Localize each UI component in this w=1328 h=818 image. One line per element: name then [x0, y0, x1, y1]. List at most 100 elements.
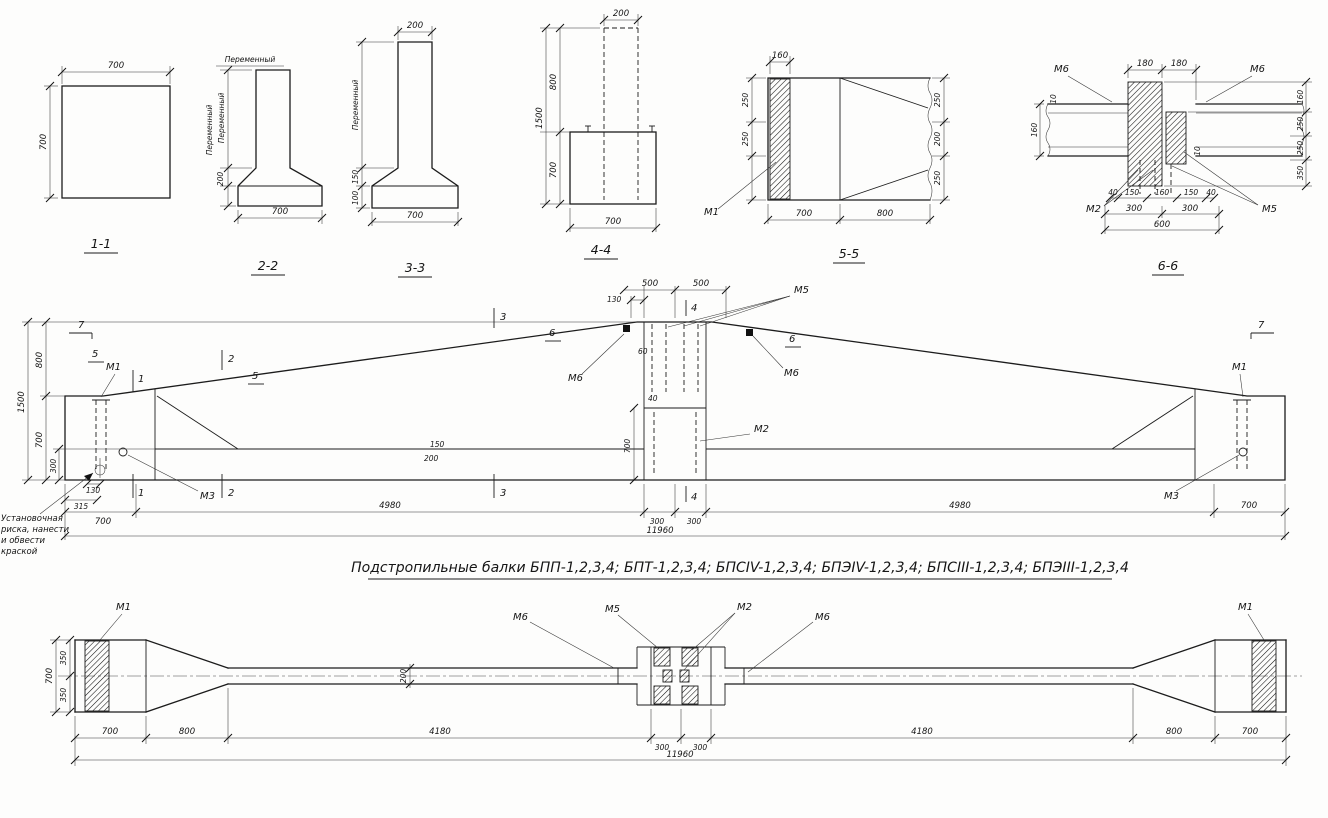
- plan-mark-m6-right: M6: [815, 612, 830, 623]
- mark-m6-right: M6: [784, 368, 799, 379]
- dim-plan-350b: 350: [59, 688, 68, 703]
- cut-6-left: 6: [549, 328, 555, 339]
- plan-mark-m6-left: M6: [513, 612, 528, 623]
- plan-mark-m5: M5: [605, 604, 620, 615]
- m6-embed-right: [746, 329, 753, 336]
- dim-6-6-180a: 180: [1137, 59, 1153, 69]
- dim-elev-500a: 500: [642, 279, 658, 289]
- dim-elev-300a: 300: [650, 517, 665, 526]
- dim-6-6-600: 600: [1154, 220, 1170, 230]
- dim-elev-700-left: 700: [35, 432, 45, 448]
- cut-6-right: 6: [789, 334, 795, 345]
- plan-mark-m1-right: M1: [1238, 602, 1253, 613]
- dim-elev-300-chord: 300: [49, 459, 58, 474]
- dim-4-4-lower: 700: [549, 162, 559, 178]
- dim-2-2-variable-left-a: Переменный: [217, 93, 226, 144]
- dim-2-2-base: 700: [272, 207, 288, 217]
- dim-6-6-right-d: 350: [1296, 166, 1305, 181]
- dim-1-1-height: 700: [39, 134, 49, 150]
- dim-elev-700-mid: 700: [623, 439, 632, 454]
- cut-5-a: 5: [92, 349, 98, 360]
- dim-3-3-top: 200: [407, 21, 423, 31]
- dim-6-6-right-b: 250: [1296, 117, 1305, 132]
- dim-plan-4180-r: 4180: [911, 727, 933, 737]
- mark-m5-label: M5: [1262, 204, 1277, 215]
- mark-m2-label: M2: [1086, 204, 1101, 215]
- dim-elev-700-a: 700: [95, 517, 111, 527]
- note-line-3: и обвести: [1, 536, 46, 546]
- dim-elev-40: 40: [648, 394, 658, 403]
- plan-mark-m2: M2: [737, 602, 752, 613]
- dim-6-6-thk-right: 10: [1193, 146, 1202, 156]
- dim-2-2-variable-left-b: Переменный: [205, 105, 214, 156]
- dim-4-4-total: 1500: [535, 107, 545, 129]
- dim-6-6-left-160: 160: [1030, 123, 1039, 138]
- dim-1-1-width: 700: [108, 61, 124, 71]
- cut-5-b: 5: [252, 371, 258, 382]
- dim-4-4-base: 700: [605, 217, 621, 227]
- cut-7-right: 7: [1258, 320, 1265, 331]
- dim-5-5-plate: 160: [772, 51, 788, 61]
- dim-6-6-150a: 150: [1125, 188, 1140, 197]
- dim-elev-315: 315: [74, 502, 89, 511]
- end-plate-hatch: [769, 78, 791, 200]
- note-line-4: краской: [1, 547, 38, 557]
- cut-2-top: 2: [228, 354, 234, 365]
- splice-plate-hatch: [1165, 111, 1187, 165]
- beam-elevation: 7 7 1 1 2 2 3 3 4 4 5 5 6 6 M1 M1 M3 M3 …: [0, 279, 1290, 557]
- cut-1-bottom: 1: [138, 488, 144, 499]
- dim-plan-300b: 300: [693, 743, 708, 752]
- dim-elev-150-mid: 150: [430, 440, 445, 449]
- dim-3-3-variable: Переменный: [351, 80, 360, 131]
- setting-mark-note: Установочная риска, нанести и обвести кр…: [0, 472, 94, 557]
- cut-2-bottom: 2: [228, 488, 234, 499]
- dim-5-5-taper: 800: [877, 209, 893, 219]
- dim-5-5-left-b: 250: [741, 132, 750, 147]
- mark-m3-right: M3: [1164, 491, 1179, 502]
- note-line-1: Установочная: [1, 514, 63, 524]
- mark-m3-left: M3: [200, 491, 215, 502]
- m6-embed-left: [623, 325, 630, 332]
- dim-6-6-40a: 40: [1108, 188, 1118, 197]
- mark-m6-left-label: M6: [1054, 64, 1069, 75]
- splice-bolt: [662, 669, 673, 683]
- dim-elev-1500: 1500: [17, 391, 27, 413]
- dim-6-6-40b: 40: [1206, 188, 1216, 197]
- dim-6-6-300b: 300: [1182, 204, 1198, 214]
- mark-m1-right: M1: [1232, 362, 1247, 373]
- dim-5-5-right-b: 200: [933, 132, 942, 147]
- dim-elev-60: 60: [638, 347, 648, 356]
- dim-plan-total-11960: 11960: [666, 750, 693, 760]
- dim-elev-total-11960: 11960: [646, 526, 673, 536]
- beam-plan: M1 M6 M5 M2 M6 M1 700 350 350 200 700 80…: [45, 602, 1302, 766]
- break-line: [1045, 103, 1051, 157]
- dim-5-5-right-c: 250: [933, 171, 942, 186]
- dim-elev-700-b: 700: [1241, 501, 1257, 511]
- dim-elev-130-bottom: 130: [86, 486, 101, 495]
- dim-3-3-base: 700: [407, 211, 423, 221]
- dim-elev-130-top: 130: [607, 295, 622, 304]
- section-label-3-3: 3-3: [405, 260, 425, 275]
- splice-bolt: [679, 669, 690, 683]
- drawing-title: Подстропильные балки БПП-1,2,3,4; БПТ-1,…: [351, 560, 1129, 576]
- section-view-2-2: Переменный Переменный Переменный 200 700…: [205, 55, 327, 276]
- dim-4-4-upper: 800: [549, 74, 559, 90]
- section-view-3-3: 200 Переменный 150 100 700 3-3: [351, 21, 463, 278]
- mark-m5: M5: [794, 285, 809, 296]
- dim-plan-300a: 300: [655, 743, 670, 752]
- dim-plan-700-r: 700: [1242, 727, 1258, 737]
- dim-2-2-variable-top: Переменный: [225, 55, 276, 64]
- dim-6-6-thk-left: 10: [1049, 94, 1058, 104]
- dim-6-6-180b: 180: [1171, 59, 1187, 69]
- dim-2-2-flare: 200: [216, 172, 225, 187]
- dim-5-5-end: 700: [796, 209, 812, 219]
- section-label-6-6: 6-6: [1158, 258, 1178, 273]
- dim-6-6-160: 160: [1155, 188, 1170, 197]
- dim-6-6-right-a: 160: [1296, 90, 1305, 105]
- dim-elev-500b: 500: [693, 279, 709, 289]
- mark-m2: M2: [754, 424, 769, 435]
- cut-7-left: 7: [78, 320, 85, 331]
- section-view-4-4: 200 1500 800 700 700 4-4: [535, 9, 661, 260]
